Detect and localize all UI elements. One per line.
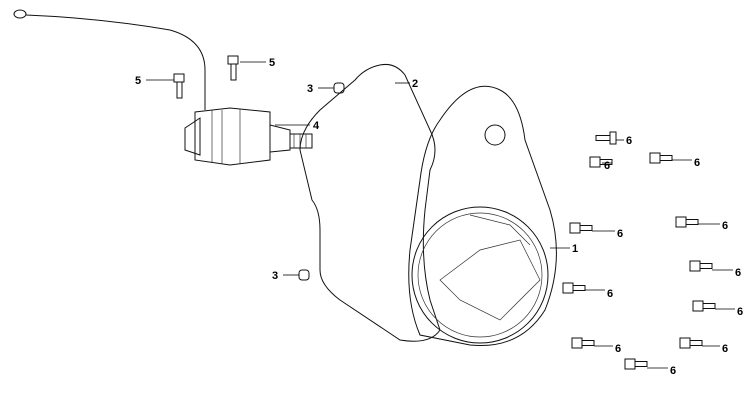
callout-6: 6 (722, 343, 728, 355)
callout-6: 6 (737, 306, 743, 318)
callout-6: 6 (735, 267, 741, 279)
callout-6: 6 (615, 343, 621, 355)
callout-6: 6 (604, 160, 610, 172)
callout-2: 2 (412, 78, 418, 90)
callout-6: 6 (670, 365, 676, 377)
callout-6: 6 (607, 288, 613, 300)
starter-motor (184, 107, 313, 166)
crankcase-cover (408, 85, 557, 347)
callout-4: 4 (313, 120, 320, 132)
bolt-5-left (173, 73, 185, 99)
dowel-pin-bottom (298, 269, 310, 281)
callout-6: 6 (694, 157, 700, 169)
callout-3-top: 3 (307, 83, 313, 95)
leader-lines (146, 61, 735, 369)
callout-6: 6 (722, 220, 728, 232)
callout-5-right: 5 (269, 57, 275, 69)
gasket (299, 64, 441, 342)
callout-3-bottom: 3 (272, 270, 278, 282)
callout-6: 6 (617, 228, 623, 240)
callout-5-left: 5 (135, 75, 141, 87)
callout-6: 6 (626, 135, 632, 147)
dowel-pin-top (333, 82, 345, 94)
starter-cable (13, 9, 206, 110)
flange-bolts (562, 131, 716, 370)
callout-1: 1 (572, 243, 578, 255)
bolt-5-right (227, 55, 239, 81)
